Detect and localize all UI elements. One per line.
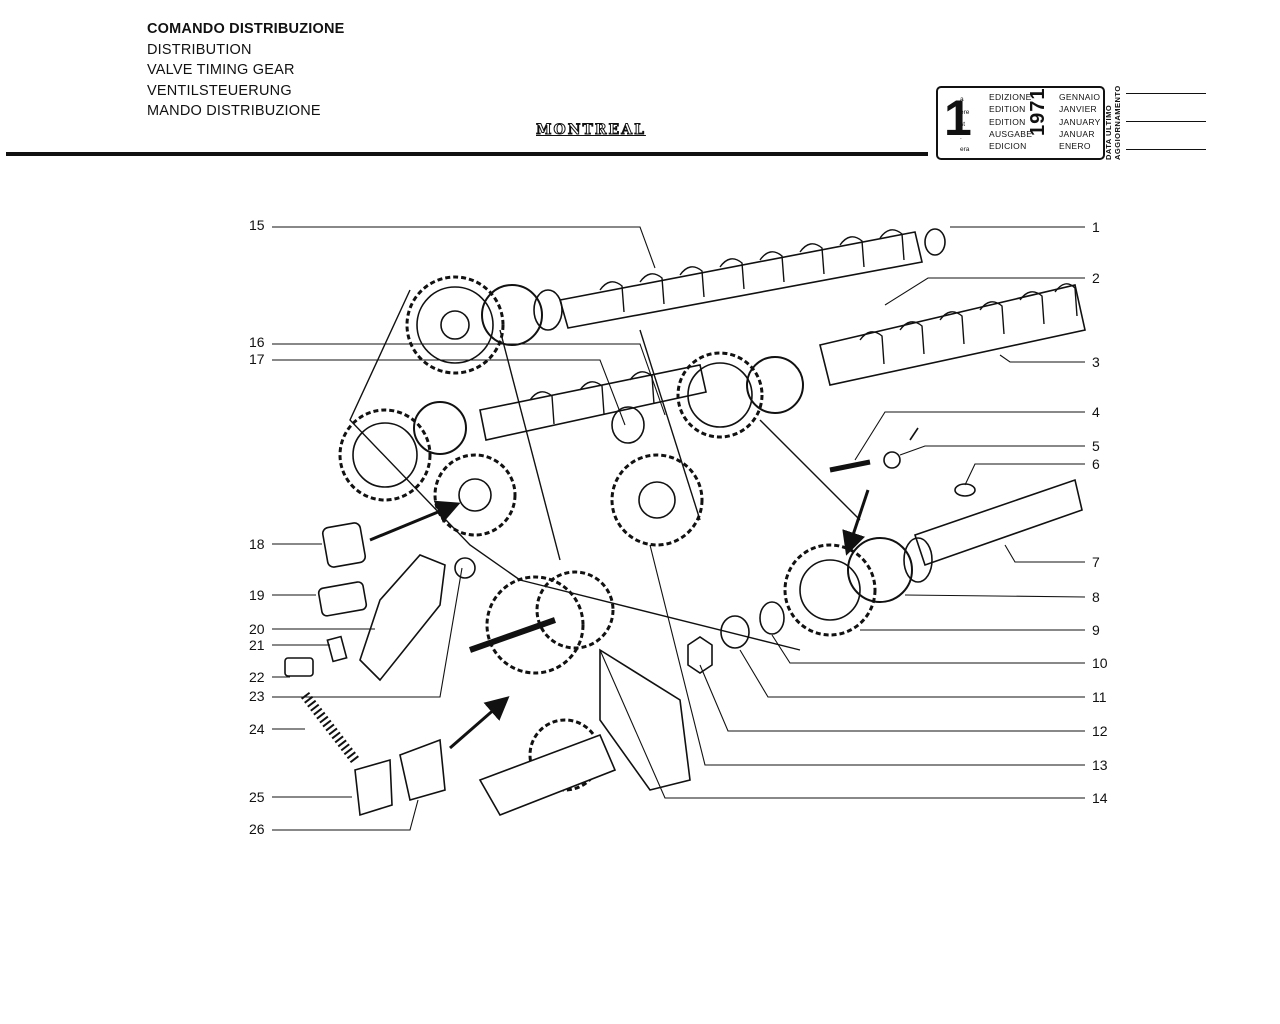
callout-5: 5: [1092, 438, 1100, 454]
header-rule: [6, 152, 928, 156]
left-sprockets: [338, 401, 517, 537]
edition-number: 1: [944, 90, 972, 146]
callout-19: 19: [249, 587, 265, 603]
callout-15: 15: [249, 217, 265, 233]
lower-right-camshaft: [783, 478, 1083, 637]
crank-gear-assembly: [469, 570, 691, 816]
callout-4: 4: [1092, 404, 1100, 420]
edition-month: JANVIER: [1059, 104, 1097, 115]
edition-labels: EDIZIONE EDITION EDITION AUSGABE EDICION: [989, 91, 1032, 152]
callout-22: 22: [249, 669, 265, 685]
edition-label: EDITION: [989, 116, 1026, 127]
callout-16: 16: [249, 334, 265, 350]
edition-label: EDITION: [989, 104, 1026, 115]
upper-camshaft: [558, 228, 946, 329]
title-block: COMANDO DISTRIBUZIONE DISTRIBUTION VALVE…: [147, 19, 345, 122]
edition-month: GENNAIO: [1059, 92, 1101, 102]
center-idler-sprocket: [610, 406, 704, 547]
edition-superscript: st: [960, 121, 966, 128]
callout-14: 14: [1092, 790, 1108, 806]
callout-20: 20: [249, 621, 265, 637]
callout-25: 25: [249, 789, 265, 805]
callout-24: 24: [249, 721, 265, 737]
callout-21: 21: [249, 637, 265, 653]
title-german: VENTILSTEUERUNG: [147, 82, 292, 99]
right-camshafts: [819, 283, 1086, 386]
leader-lines: [272, 226, 1086, 831]
title-italian: COMANDO DISTRIBUZIONE: [147, 21, 345, 37]
update-line: [1126, 121, 1206, 122]
edition-label: EDICION: [989, 141, 1027, 152]
title-french: DISTRIBUTION: [147, 41, 252, 58]
edition-superscript: era: [960, 146, 970, 153]
edition-label: AUSGABE: [989, 128, 1033, 139]
edition-superscript: ere: [960, 108, 970, 116]
middle-camshaft: [479, 351, 804, 441]
edition-month: JANUAR: [1059, 128, 1095, 139]
tensioner-parts: [284, 522, 476, 817]
callout-26: 26: [249, 821, 265, 837]
callout-10: 10: [1092, 655, 1108, 671]
title-spanish: MANDO DISTRIBUZIONE: [147, 103, 321, 119]
fasteners-right: [687, 427, 976, 674]
timing-chains: [349, 289, 861, 651]
callout-18: 18: [249, 536, 265, 552]
edition-superscript: a: [960, 96, 964, 103]
upper-left-sprocket: [405, 275, 563, 375]
callout-2: 2: [1092, 270, 1100, 286]
edition-label: EDIZIONE: [989, 92, 1032, 102]
edition-superscripts: a ere st . era: [960, 94, 969, 157]
callout-12: 12: [1092, 723, 1108, 739]
edition-month: JANUARY: [1059, 116, 1101, 127]
edition-months: GENNAIO JANVIER JANUARY JANUAR ENERO: [1059, 91, 1101, 152]
brand-logo: MONTREAL: [536, 122, 646, 139]
edition-superscript: .: [960, 133, 962, 141]
title-english: VALVE TIMING GEAR: [147, 62, 295, 78]
callout-1: 1: [1092, 219, 1100, 235]
update-line: [1126, 149, 1206, 150]
callout-9: 9: [1092, 622, 1100, 638]
callout-6: 6: [1092, 456, 1100, 472]
callout-11: 11: [1092, 689, 1107, 705]
callout-17: 17: [249, 351, 265, 367]
callout-23: 23: [249, 688, 265, 704]
callout-3: 3: [1092, 354, 1100, 370]
callout-13: 13: [1092, 757, 1108, 773]
edition-box: 1 a ere st . era EDIZIONE EDITION EDITIO…: [936, 86, 1105, 160]
edition-month: ENERO: [1059, 141, 1091, 152]
callout-7: 7: [1092, 554, 1100, 570]
callout-8: 8: [1092, 589, 1100, 605]
update-line: [1126, 93, 1206, 94]
